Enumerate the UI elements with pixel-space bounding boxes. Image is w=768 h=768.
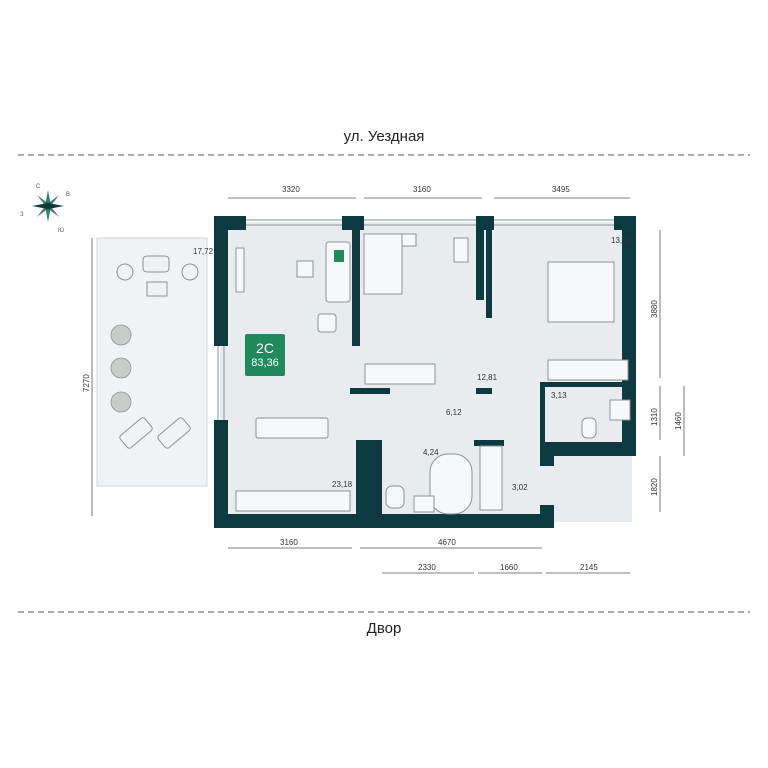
compass-s: Ю	[58, 228, 64, 234]
area-balcony: 17,72	[193, 247, 214, 256]
dim-right-3: 1460	[674, 412, 683, 430]
street-bottom-label: Двор	[366, 620, 402, 637]
apartment-area: 83,36	[251, 357, 279, 369]
dim-left: 7270	[82, 374, 91, 392]
interior-walls	[350, 228, 630, 520]
compass-w: З	[20, 212, 24, 218]
compass-e: В	[66, 192, 70, 198]
dim-bottom2-3: 2145	[580, 563, 598, 572]
dim-top-1: 3320	[282, 185, 300, 194]
area-kitchen-living: 23,18	[332, 480, 353, 489]
dimension-lines	[91, 197, 685, 574]
balcony-plants	[110, 324, 132, 413]
dim-right-2: 1310	[650, 408, 659, 426]
dim-right-1: 3880	[650, 300, 659, 318]
balcony-furniture	[116, 255, 199, 449]
area-bath-middle: 4,24	[423, 448, 439, 457]
apartment-badge: 2С 83,36	[245, 334, 285, 376]
area-storage: 3,02	[512, 483, 528, 492]
walls	[214, 216, 636, 528]
furniture	[235, 233, 631, 515]
dim-bottom2-2: 1660	[500, 563, 518, 572]
area-bedroom-middle: 12,81	[477, 373, 498, 382]
dim-bottom1-2: 4670	[438, 538, 456, 547]
area-hall: 6,12	[446, 408, 462, 417]
dim-right-4: 1820	[650, 478, 659, 496]
dim-bottom1-1: 3160	[280, 538, 298, 547]
area-bedroom-right: 13,14	[611, 236, 632, 245]
windows	[217, 219, 614, 420]
dim-bottom2-1: 2330	[418, 563, 436, 572]
street-top-label: ул. Уездная	[343, 128, 425, 145]
area-bath-right: 3,13	[551, 391, 567, 400]
dim-top-3: 3495	[552, 185, 570, 194]
compass-rose: С В Ю З	[20, 184, 70, 234]
compass-n: С	[36, 184, 41, 190]
dim-top-2: 3160	[413, 185, 431, 194]
apartment-type: 2С	[256, 340, 274, 356]
